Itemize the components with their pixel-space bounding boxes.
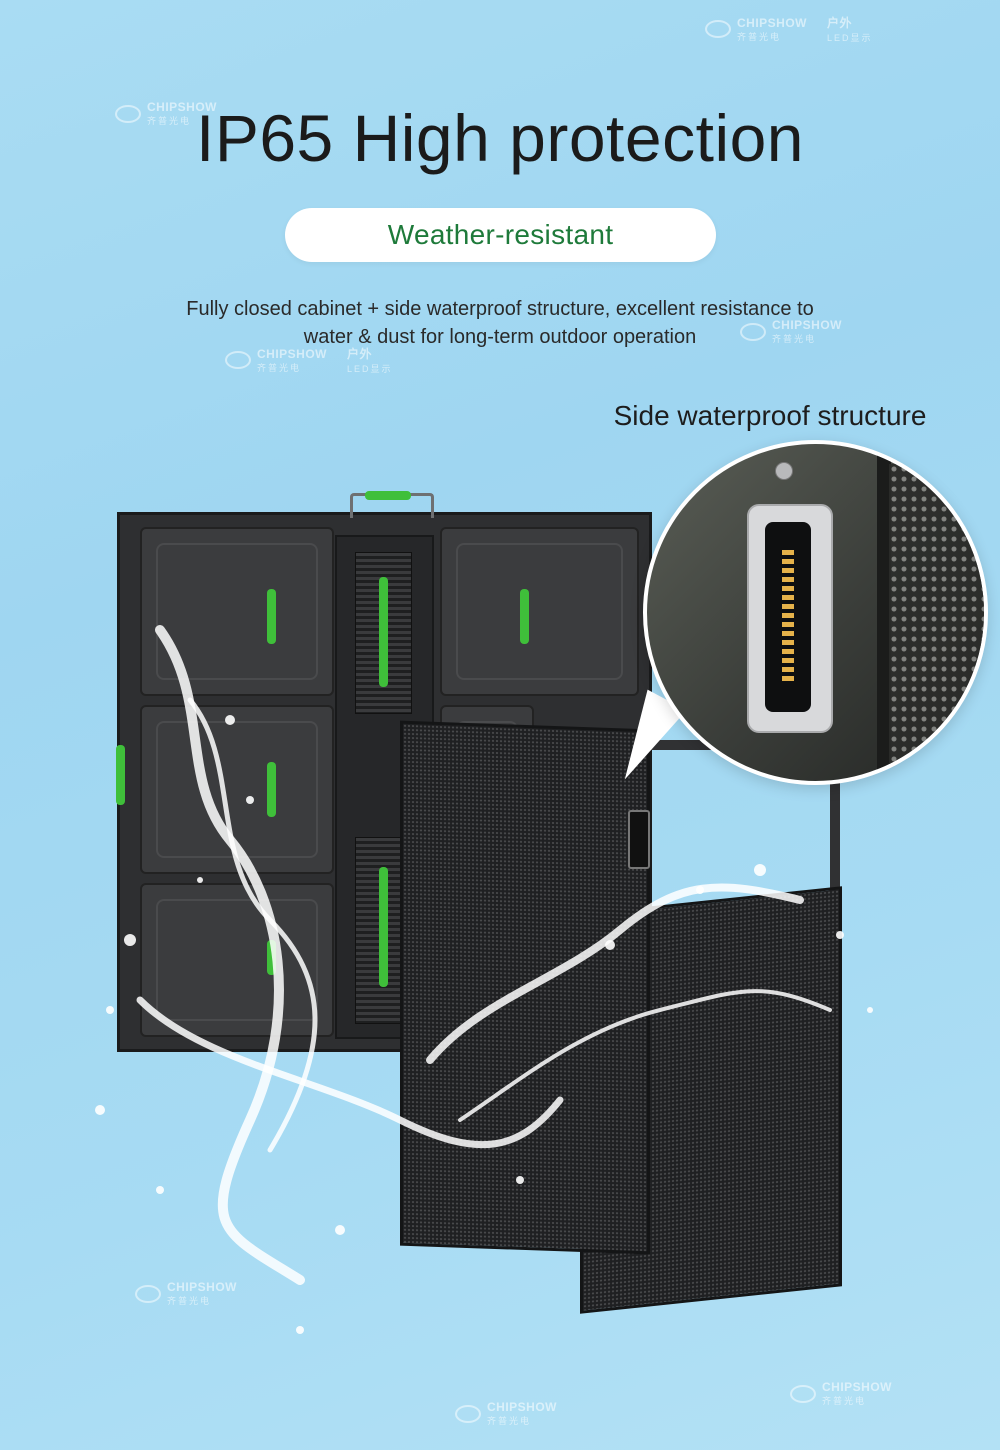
watermark-logo: CHIPSHOW 齐普光电 (740, 318, 842, 345)
feature-badge: Weather-resistant (285, 208, 716, 262)
green-latch (379, 577, 388, 687)
green-latch (267, 940, 276, 975)
watermark-brand: CHIPSHOW (737, 15, 807, 30)
green-latch (520, 589, 529, 644)
watermark-brand: CHIPSHOW (822, 1380, 892, 1394)
watermark-sub: 齐普光电 (822, 1396, 867, 1406)
watermark-tag: 户外 (347, 347, 373, 361)
feature-badge-label: Weather-resistant (387, 219, 614, 250)
watermark-tag: 户外 (827, 16, 853, 30)
connector-slot (765, 522, 811, 712)
callout-label: Side waterproof structure (613, 400, 927, 431)
watermark-brand: CHIPSHOW (147, 100, 217, 114)
cabinet-top-handle (350, 491, 434, 518)
watermark-tag-sub: LED显示 (827, 33, 873, 43)
watermark-sub: 齐普光电 (167, 1296, 212, 1306)
watermark-ring-icon (705, 20, 731, 38)
watermark-logo: CHIPSHOW 齐普光电 (790, 1380, 892, 1407)
description-line-2: water & dust for long-term outdoor opera… (303, 326, 697, 348)
watermark-brand: CHIPSHOW (257, 346, 327, 361)
led-pixel-grid (889, 464, 984, 764)
watermark-ring-icon (115, 104, 141, 123)
watermark-sub: 齐普光电 (487, 1416, 532, 1426)
side-green-latch (116, 745, 125, 805)
power-module (440, 527, 639, 696)
green-latch (267, 589, 276, 644)
watermark-logo: CHIPSHOW 齐普光电 (115, 100, 217, 127)
watermark-brand: CHIPSHOW (167, 1280, 237, 1294)
feature-description: Fully closed cabinet + side waterproof s… (100, 295, 900, 351)
description-line-1: Fully closed cabinet + side waterproof s… (186, 298, 814, 320)
watermark-sub: 齐普光电 (772, 334, 817, 344)
side-connector (628, 810, 650, 869)
led-module-panel-front (400, 720, 650, 1255)
connector-pins (782, 550, 794, 685)
watermark-ring-icon (740, 322, 766, 341)
page-title: IP65 High protection (195, 101, 805, 175)
watermark-brand: CHIPSHOW (487, 1400, 557, 1414)
watermark-sub: 齐普光电 (147, 116, 192, 126)
green-latch (267, 762, 276, 817)
watermark-logo: CHIPSHOW 齐普光电 (455, 1400, 557, 1427)
power-module (140, 705, 334, 874)
waterproof-connector (747, 504, 833, 733)
watermark-ring-icon (455, 1404, 481, 1423)
power-module (140, 883, 334, 1037)
watermark-ring-icon (225, 351, 251, 369)
screw-icon (775, 462, 793, 480)
cabinet-rail (877, 444, 891, 781)
watermark-ring-icon (790, 1384, 816, 1403)
watermark-sub: 齐普光电 (737, 31, 782, 42)
watermark-tag-sub: LED显示 (347, 364, 393, 374)
watermark-sub: 齐普光电 (257, 362, 302, 373)
power-module (140, 527, 334, 696)
green-latch (379, 867, 388, 987)
watermark-brand: CHIPSHOW (772, 318, 842, 332)
watermark-ring-icon (135, 1284, 161, 1303)
watermark-logo: CHIPSHOW 齐普光电 (135, 1280, 237, 1307)
connector-zoom-view (643, 440, 988, 785)
